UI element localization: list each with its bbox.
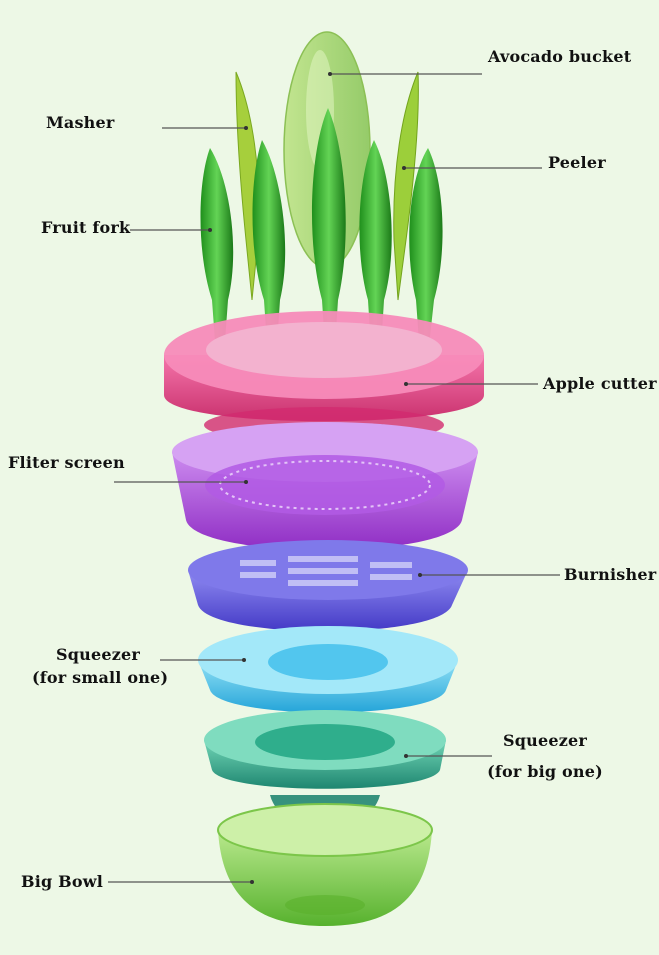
label-squeezer-small-sub: (for small one) [32, 668, 169, 688]
label-burnisher: Burnisher [564, 565, 657, 584]
masher-shape [235, 71, 260, 301]
fruit-fork-shapes [200, 108, 443, 365]
label-squeezer-big: Squeezer (for big one) [484, 731, 606, 781]
burnisher-shape [188, 540, 468, 632]
leader-lines [108, 72, 560, 884]
filter-screen-shape [172, 422, 478, 550]
label-big-bowl: Big Bowl [21, 872, 104, 891]
label-squeezer-big-sub: (for big one) [487, 762, 603, 782]
label-apple-cutter: Apple cutter [543, 374, 657, 393]
big-bowl-shape [217, 803, 433, 926]
label-fruit-fork: Fruit fork [41, 218, 131, 237]
label-peeler: Peeler [548, 153, 606, 172]
label-avocado-bucket: Avocado bucket [488, 47, 632, 66]
label-squeezer-small: Squeezer (for small one) [32, 645, 169, 688]
label-squeezer-small-title: Squeezer [55, 645, 141, 664]
peeler-shape [393, 71, 419, 301]
label-masher: Masher [46, 113, 115, 132]
label-filter-screen: Fliter screen [8, 453, 125, 472]
label-squeezer-big-title: Squeezer [502, 731, 588, 750]
